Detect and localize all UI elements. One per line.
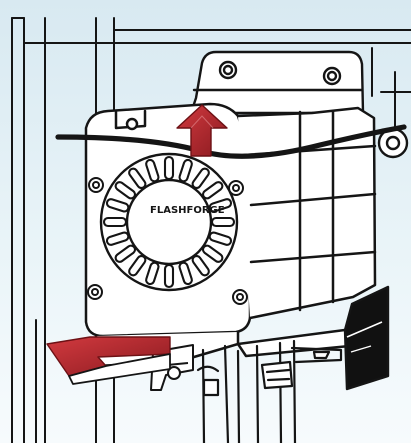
- cooling-fan: FLASHFORGE: [101, 154, 237, 290]
- brand-logo-text: FLASHFORGE: [150, 205, 225, 216]
